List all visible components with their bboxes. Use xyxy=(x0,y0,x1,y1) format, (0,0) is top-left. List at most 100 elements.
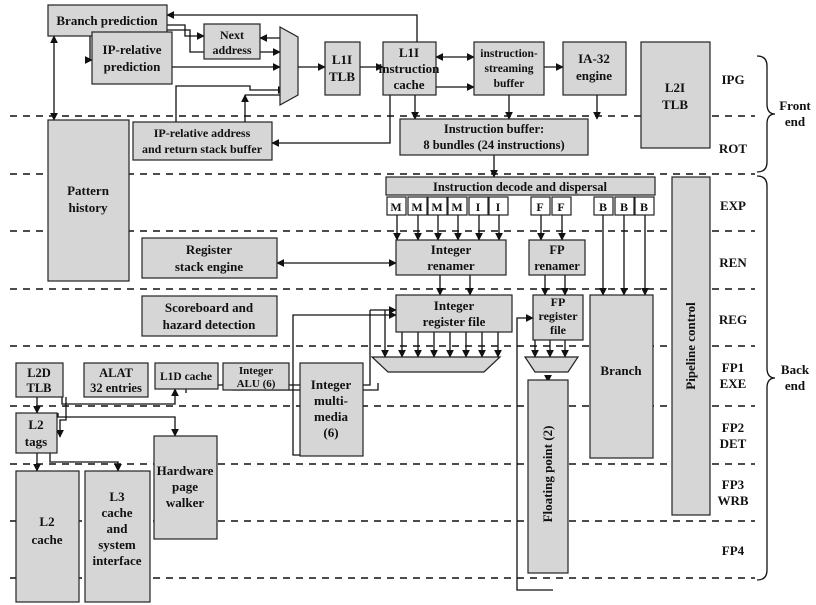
l1d-cache-box xyxy=(154,362,219,390)
port-b3-label: B xyxy=(640,200,648,214)
integer-multimedia-label-3: media xyxy=(314,409,348,424)
port-b1-label: B xyxy=(599,200,607,214)
stage-ipg: IPG xyxy=(721,72,744,87)
l2d-tlb-box xyxy=(15,362,64,398)
port-b1 xyxy=(593,196,614,216)
l1i-cache-label-3: cache xyxy=(393,77,424,92)
alat-box xyxy=(83,362,149,398)
port-b2 xyxy=(614,196,635,216)
l2i-tlb-box xyxy=(640,41,711,149)
instruction-streaming-buffer-box xyxy=(473,41,545,96)
integer-renamer-box xyxy=(395,239,507,276)
instruction-decode-box xyxy=(385,176,656,196)
port-m1-label: M xyxy=(390,200,401,214)
branch-label: Branch xyxy=(600,363,642,378)
l2-tags-box xyxy=(15,412,58,454)
ia32-engine-label-2: engine xyxy=(576,68,612,83)
pattern-history-label-2: history xyxy=(69,200,109,215)
next-address-label-1: Next xyxy=(220,28,244,42)
alat-label-2: 32 entries xyxy=(90,381,142,395)
integer-register-file-box xyxy=(395,294,513,333)
l2-cache-box xyxy=(15,470,80,603)
next-address-box xyxy=(203,23,261,60)
register-stack-engine-label-1: Register xyxy=(186,242,232,257)
front-end-label-1: Front xyxy=(779,98,811,113)
streaming-buffer-label-1: instruction- xyxy=(480,48,538,60)
instruction-decode-label: Instruction decode and dispersal xyxy=(433,180,608,194)
floating-point-box xyxy=(527,379,569,574)
port-m4-label: M xyxy=(451,200,462,214)
streaming-buffer-label-3: buffer xyxy=(494,78,525,90)
port-f1 xyxy=(530,196,551,216)
stage-labels: IPG ROT EXP REN REG FP1 EXE FP2 DET FP3 … xyxy=(717,72,748,558)
l3-cache-label-4: system xyxy=(98,537,136,552)
stage-reg: REG xyxy=(719,312,747,327)
fp-renamer-box xyxy=(528,239,586,276)
instruction-buffer-label-2: 8 bundles (24 instructions) xyxy=(423,138,564,152)
l1i-tlb-label-1: L1I xyxy=(332,52,352,67)
l3-cache-box xyxy=(84,470,151,603)
integer-multimedia-label-1: Integer xyxy=(311,377,352,392)
fp-register-file-label-3: file xyxy=(550,323,567,337)
l3-cache-label-1: L3 xyxy=(109,489,125,504)
fp-register-file-label-2: register xyxy=(538,309,578,323)
ip-relative-prediction-label-1: IP-relative xyxy=(103,42,162,57)
stage-wrb: WRB xyxy=(717,493,748,508)
ip-relative-address-box xyxy=(132,121,273,161)
floating-point-label: Floating point (2) xyxy=(540,426,555,523)
scoreboard-label-2: hazard detection xyxy=(163,317,257,332)
pipeline-control-label: Pipeline control xyxy=(683,302,698,390)
fp-renamer-label-1: FP xyxy=(549,243,565,257)
ip-relative-prediction-label-2: prediction xyxy=(104,59,162,74)
port-m2-label: M xyxy=(411,200,422,214)
port-f2 xyxy=(551,196,572,216)
integer-multimedia-label-4: (6) xyxy=(323,425,338,440)
hardware-page-walker-box xyxy=(153,435,218,540)
ip-relative-prediction-box xyxy=(91,31,173,85)
scoreboard-box xyxy=(141,295,278,337)
back-end-brace xyxy=(756,175,776,581)
port-i2-label: I xyxy=(496,200,501,214)
stage-fp4: FP4 xyxy=(722,543,745,558)
port-f2-label: F xyxy=(557,200,564,214)
page-walker-label-3: walker xyxy=(166,495,205,510)
stage-fp1: FP1 xyxy=(722,360,744,375)
l2-tags-label-2: tags xyxy=(25,434,47,449)
pattern-history-label-1: Pattern xyxy=(67,183,110,198)
integer-renamer-label-2: renamer xyxy=(427,258,475,273)
l1i-tlb-box xyxy=(324,41,361,96)
back-end-label-2: end xyxy=(785,378,806,393)
ip-relative-address-label-1: IP-relative address xyxy=(154,126,251,140)
l2i-tlb-label-2: TLB xyxy=(662,97,688,112)
fp-mux xyxy=(523,356,580,373)
stage-fp3: FP3 xyxy=(722,477,745,492)
scoreboard-label-1: Scoreboard and xyxy=(165,300,254,315)
port-m2 xyxy=(407,196,428,216)
port-i1-label: I xyxy=(476,200,481,214)
port-b3 xyxy=(634,196,655,216)
integer-alu-label-2: ALU (6) xyxy=(237,378,276,390)
l2-cache-label-1: L2 xyxy=(39,514,54,529)
integer-multimedia-box xyxy=(299,362,364,457)
port-m4 xyxy=(447,196,468,216)
stage-det: DET xyxy=(720,436,747,451)
back-end-label-1: Back xyxy=(781,362,810,377)
stage-exe: EXE xyxy=(720,376,747,391)
l1i-cache-box xyxy=(382,41,437,96)
next-address-label-2: address xyxy=(212,43,251,57)
l1i-cache-label-2: instruction xyxy=(379,61,440,76)
page-walker-label-1: Hardware xyxy=(157,463,214,478)
fp-register-file-label-1: FP xyxy=(551,295,566,309)
ia32-engine-box xyxy=(562,41,627,96)
port-f1-label: F xyxy=(536,200,543,214)
l1i-cache-label-1: L1I xyxy=(399,45,419,60)
stage-ren: REN xyxy=(719,255,747,270)
port-m3 xyxy=(427,196,448,216)
dispersal-ports: M M M M I I F F B B B xyxy=(386,196,655,216)
stage-rot: ROT xyxy=(719,141,748,156)
l2i-tlb-label-1: L2I xyxy=(665,80,685,95)
instruction-buffer-box xyxy=(399,118,589,156)
page-walker-label-2: page xyxy=(172,479,198,494)
